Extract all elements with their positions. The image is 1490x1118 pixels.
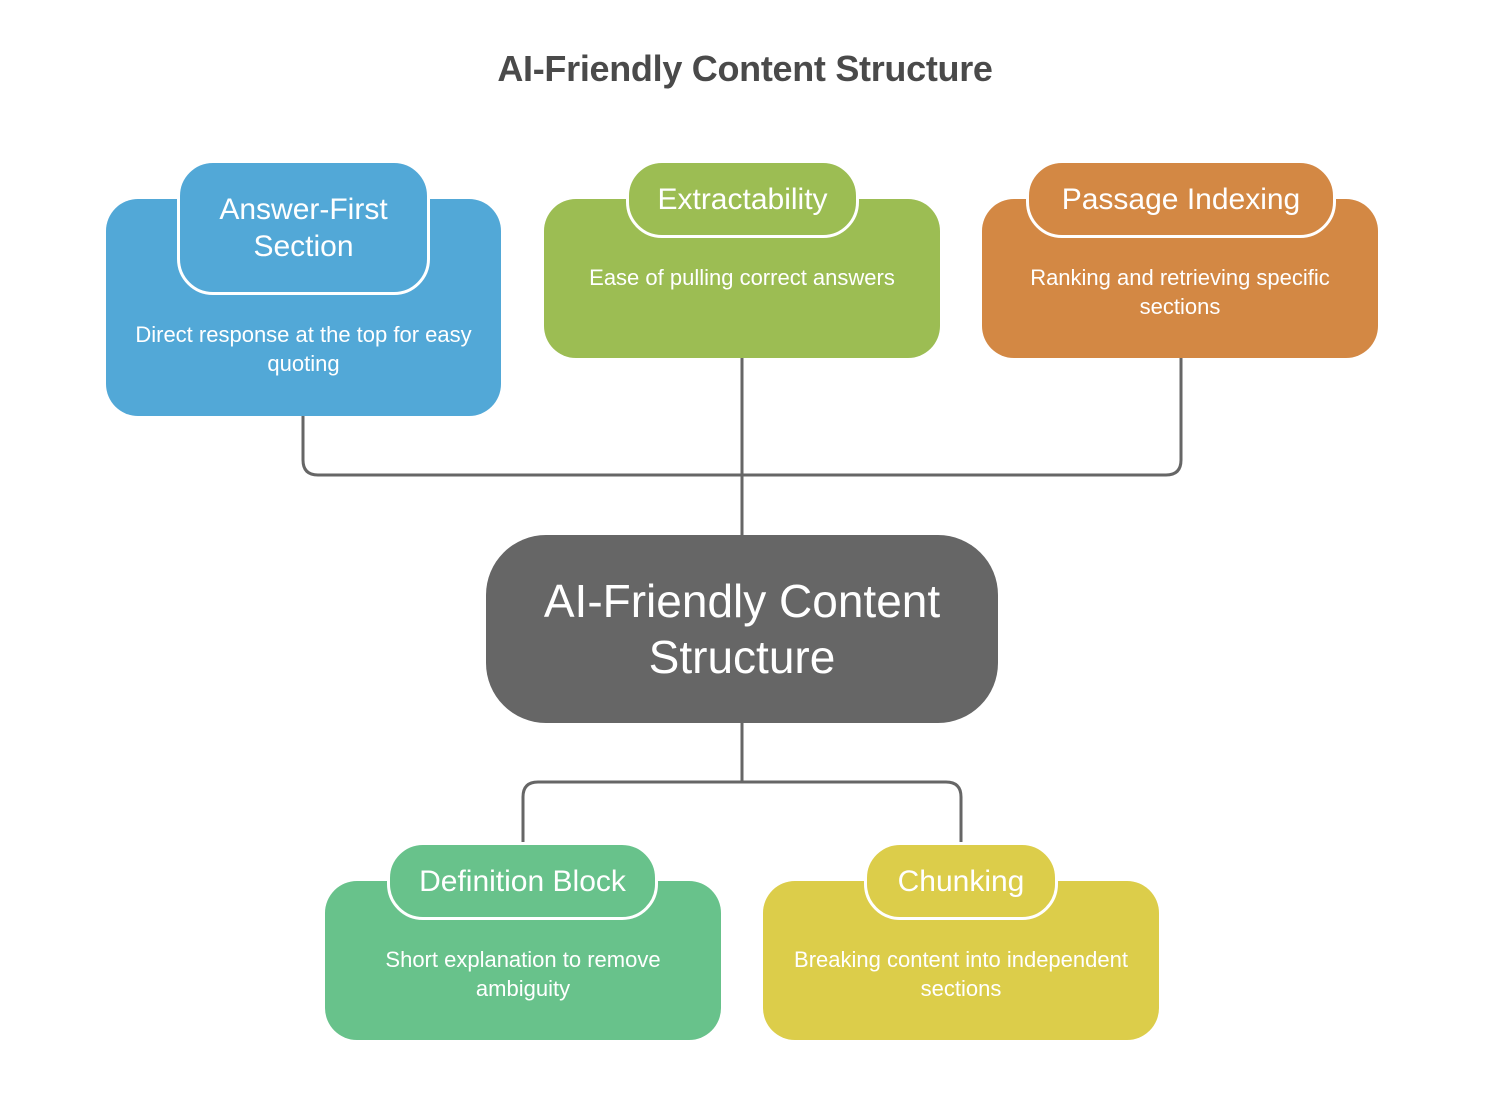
connector-bottom (521, 780, 963, 843)
node-chunking-title: Chunking (864, 842, 1058, 920)
node-answer-first[interactable]: Direct response at the top for easy quot… (106, 199, 501, 416)
node-definition-block-description: Short explanation to remove ambiguity (385, 947, 661, 1001)
center-node[interactable]: AI-Friendly Content Structure (486, 535, 998, 723)
node-passage-indexing-title: Passage Indexing (1026, 160, 1336, 238)
diagram-title: AI-Friendly Content Structure (497, 48, 993, 89)
node-chunking-description: Breaking content into independent sectio… (794, 947, 1128, 1001)
node-extractability-description: Ease of pulling correct answers (589, 265, 895, 290)
node-answer-first-description: Direct response at the top for easy quot… (135, 322, 472, 376)
node-passage-indexing-description: Ranking and retrieving specific sections (1030, 265, 1330, 319)
node-extractability-title: Extractability (626, 160, 859, 238)
node-answer-first-title: Answer-First Section (177, 160, 430, 295)
node-definition-block-title: Definition Block (387, 842, 658, 920)
node-extractability[interactable]: Ease of pulling correct answers (544, 199, 940, 358)
